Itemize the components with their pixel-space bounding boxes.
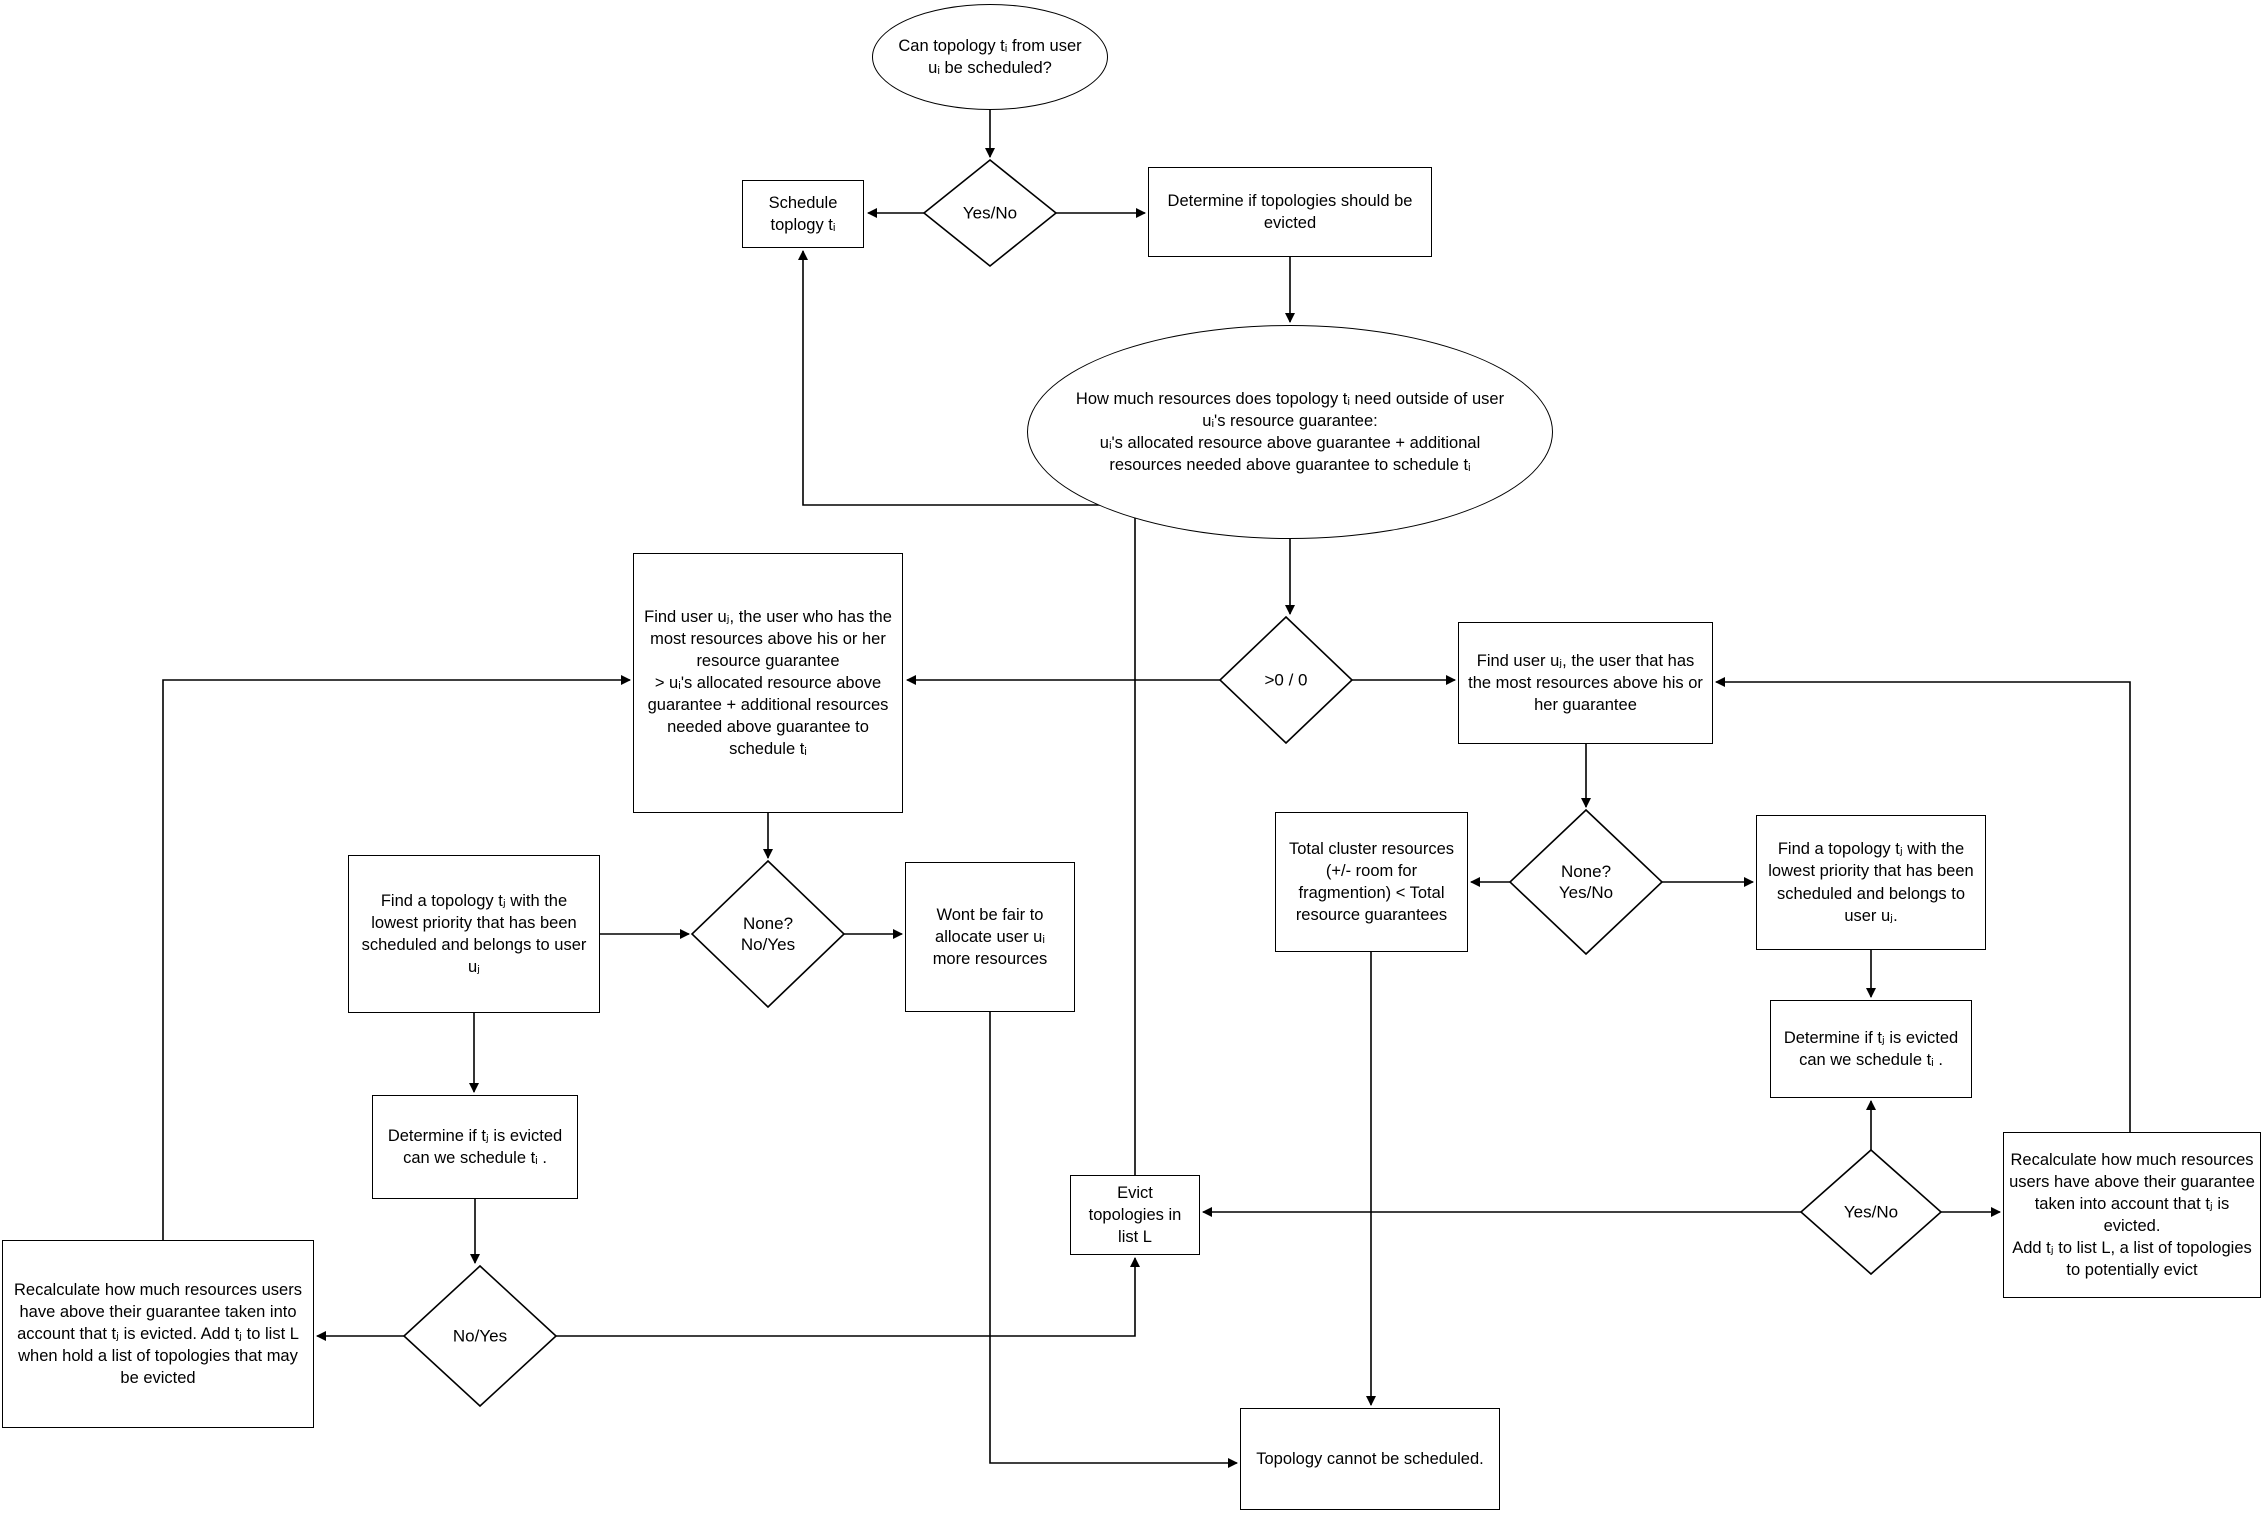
decision-no-yes-left-label: No/Yes [452, 1326, 508, 1346]
decision-gt0-diamond [1218, 615, 1354, 745]
decision-none-left-label: None? No/Yes [740, 913, 796, 954]
decision-yes-no-right-diamond [1799, 1148, 1943, 1276]
decision-schedulable-label: Yes/No [962, 203, 1018, 223]
find-topology-right-box: Find a topology tⱼ with the lowest prior… [1756, 815, 1986, 950]
schedule-topology-box: Schedule toplogy tᵢ [742, 180, 864, 248]
decision-yes-no-right-label: Yes/No [1843, 1202, 1899, 1222]
total-cluster-box: Total cluster resources (+/- room for fr… [1275, 812, 1468, 952]
arrow-evict-list-to-schedule [798, 250, 1136, 1175]
decision-gt0-label: >0 / 0 [1264, 670, 1308, 690]
decision-none-right-diamond [1508, 808, 1664, 956]
wont-be-fair-box: Wont be fair to allocate user uᵢ more re… [905, 862, 1075, 1012]
recalculate-right-box: Recalculate how much resources users hav… [2003, 1132, 2261, 1298]
decision-schedulable-diamond [922, 158, 1058, 268]
resources-needed-ellipse: How much resources does topology tᵢ need… [1027, 325, 1553, 539]
find-user-right-box: Find user uⱼ, the user that has the most… [1458, 622, 1713, 744]
determine-evict-box: Determine if topologies should be evicte… [1148, 167, 1432, 257]
decision-none-right-label: None? Yes/No [1558, 861, 1614, 902]
determine-right-box: Determine if tⱼ is evicted can we schedu… [1770, 1000, 1972, 1098]
find-user-left-box: Find user uⱼ, the user who has the most … [633, 553, 903, 813]
arrow-recalculate-right-to-find-user-right [1715, 677, 2131, 1132]
arrow-noyes-to-evict-list [556, 1257, 1140, 1337]
determine-left-box: Determine if tⱼ is evicted can we schedu… [372, 1095, 578, 1199]
decision-no-yes-left-diamond [402, 1264, 558, 1408]
recalculate-left-box: Recalculate how much resources users hav… [2, 1240, 314, 1428]
cannot-schedule-box: Topology cannot be scheduled. [1240, 1408, 1500, 1510]
evict-list-box: Evict topologies in list L [1070, 1175, 1200, 1255]
arrow-recalculate-left-to-find-user-left [162, 675, 631, 1240]
arrow-wont-be-fair-to-cannot-schedule [989, 1012, 1238, 1468]
start-ellipse: Can topology tᵢ from user uᵢ be schedule… [872, 4, 1108, 110]
find-topology-left-box: Find a topology tⱼ with the lowest prior… [348, 855, 600, 1013]
decision-none-left-diamond [690, 859, 846, 1009]
